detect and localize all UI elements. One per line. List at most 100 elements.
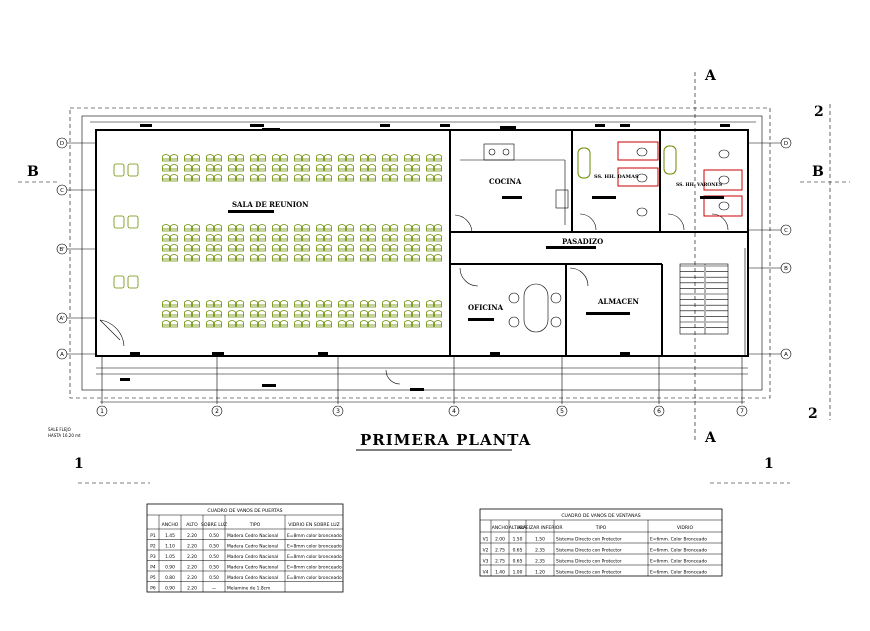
chair <box>236 300 244 308</box>
chair <box>324 224 332 232</box>
chair <box>294 174 302 182</box>
chair <box>324 320 332 328</box>
chair <box>236 154 244 162</box>
section-marker-2-top: 2 <box>814 104 824 120</box>
chair <box>426 254 434 262</box>
chair <box>170 320 178 328</box>
grid-row-label: A' <box>59 316 64 322</box>
table-cell: Melamine de 1.8cm <box>227 586 270 592</box>
chair <box>434 234 442 242</box>
chair <box>346 244 354 252</box>
section-marker-b-left: B <box>27 164 39 180</box>
table-title: CUADRO DE VANOS DE VENTANAS <box>561 513 640 519</box>
chair <box>368 254 376 262</box>
table-cell: V4 <box>483 570 489 576</box>
chair <box>382 254 390 262</box>
office-table <box>508 283 562 333</box>
chair <box>294 234 302 242</box>
chair <box>302 224 310 232</box>
chair <box>280 174 288 182</box>
chair <box>368 154 376 162</box>
table-cell: Madera Cedro Nacional <box>227 554 278 560</box>
table-cell: 2.20 <box>187 533 197 539</box>
chair <box>272 310 280 318</box>
table-cell: 0.50 <box>209 554 219 560</box>
table-header-cell: ANCHO <box>162 522 179 528</box>
table-cell: Sistema Directo con Protector <box>556 570 622 576</box>
table-header-cell: VIDRIO EN SOBRE LUZ <box>288 522 339 528</box>
chair <box>412 300 420 308</box>
chair <box>258 254 266 262</box>
chair <box>302 234 310 242</box>
table-cell: 2.20 <box>187 575 197 581</box>
chair <box>368 244 376 252</box>
chair <box>250 234 258 242</box>
level-note: HASTA 16.20 mt <box>48 433 81 438</box>
chair <box>412 254 420 262</box>
table-cell: E=6mm. Color Bronceado <box>650 537 707 543</box>
chair <box>280 254 288 262</box>
grid-column-bubble <box>736 405 748 417</box>
chair <box>426 234 434 242</box>
meeting-chairs <box>162 154 442 328</box>
label-bar <box>720 124 730 127</box>
chair <box>404 154 412 162</box>
chair <box>434 154 442 162</box>
chair <box>184 174 192 182</box>
chair <box>360 310 368 318</box>
chair <box>162 234 170 242</box>
chair <box>272 174 280 182</box>
chair <box>214 244 222 252</box>
chair <box>302 310 310 318</box>
chair <box>412 320 420 328</box>
grid-column-bubble <box>96 405 108 417</box>
chair <box>390 254 398 262</box>
chair <box>346 164 354 172</box>
chair <box>346 310 354 318</box>
table-cell: 0.90 <box>165 586 175 592</box>
chair <box>272 224 280 232</box>
chair <box>324 310 332 318</box>
chair <box>162 224 170 232</box>
room-label-ss-varones: SS. HH. VARONES <box>676 182 722 188</box>
chair <box>426 224 434 232</box>
chair <box>404 254 412 262</box>
chair <box>302 320 310 328</box>
grid-column-label: 5 <box>560 408 564 415</box>
door-swing <box>711 213 729 231</box>
chair <box>192 244 200 252</box>
chair <box>162 244 170 252</box>
chair <box>382 320 390 328</box>
table-header-cell: ALTURA <box>509 525 527 531</box>
table-cell: 1.10 <box>165 544 175 550</box>
table-cell: V1 <box>483 537 489 543</box>
table-header-cell: TIPO <box>595 525 607 531</box>
chair <box>214 254 222 262</box>
table-header-cell: VIDRIO <box>677 525 694 531</box>
chair <box>382 234 390 242</box>
table-cell: E=8mm color bronceado <box>287 533 342 539</box>
chair <box>390 300 398 308</box>
chair <box>236 224 244 232</box>
grid-row-label: C <box>784 228 788 234</box>
table-header-cell: TIPO <box>249 522 261 528</box>
chair <box>390 154 398 162</box>
chair <box>382 154 390 162</box>
room-label-ss-damas: SS. HH. DAMAS <box>594 174 639 180</box>
section-marker-a-bottom: A <box>704 430 717 446</box>
chair <box>324 244 332 252</box>
chair <box>258 174 266 182</box>
chair <box>390 224 398 232</box>
chair <box>324 300 332 308</box>
chair <box>214 154 222 162</box>
grid-row-label: A <box>60 352 64 358</box>
chair <box>250 244 258 252</box>
table-cell: 1.40 <box>495 570 505 576</box>
chair <box>272 154 280 162</box>
grid-row-label: A <box>784 352 788 358</box>
label-bar <box>468 318 494 321</box>
chair <box>250 224 258 232</box>
chair <box>360 164 368 172</box>
